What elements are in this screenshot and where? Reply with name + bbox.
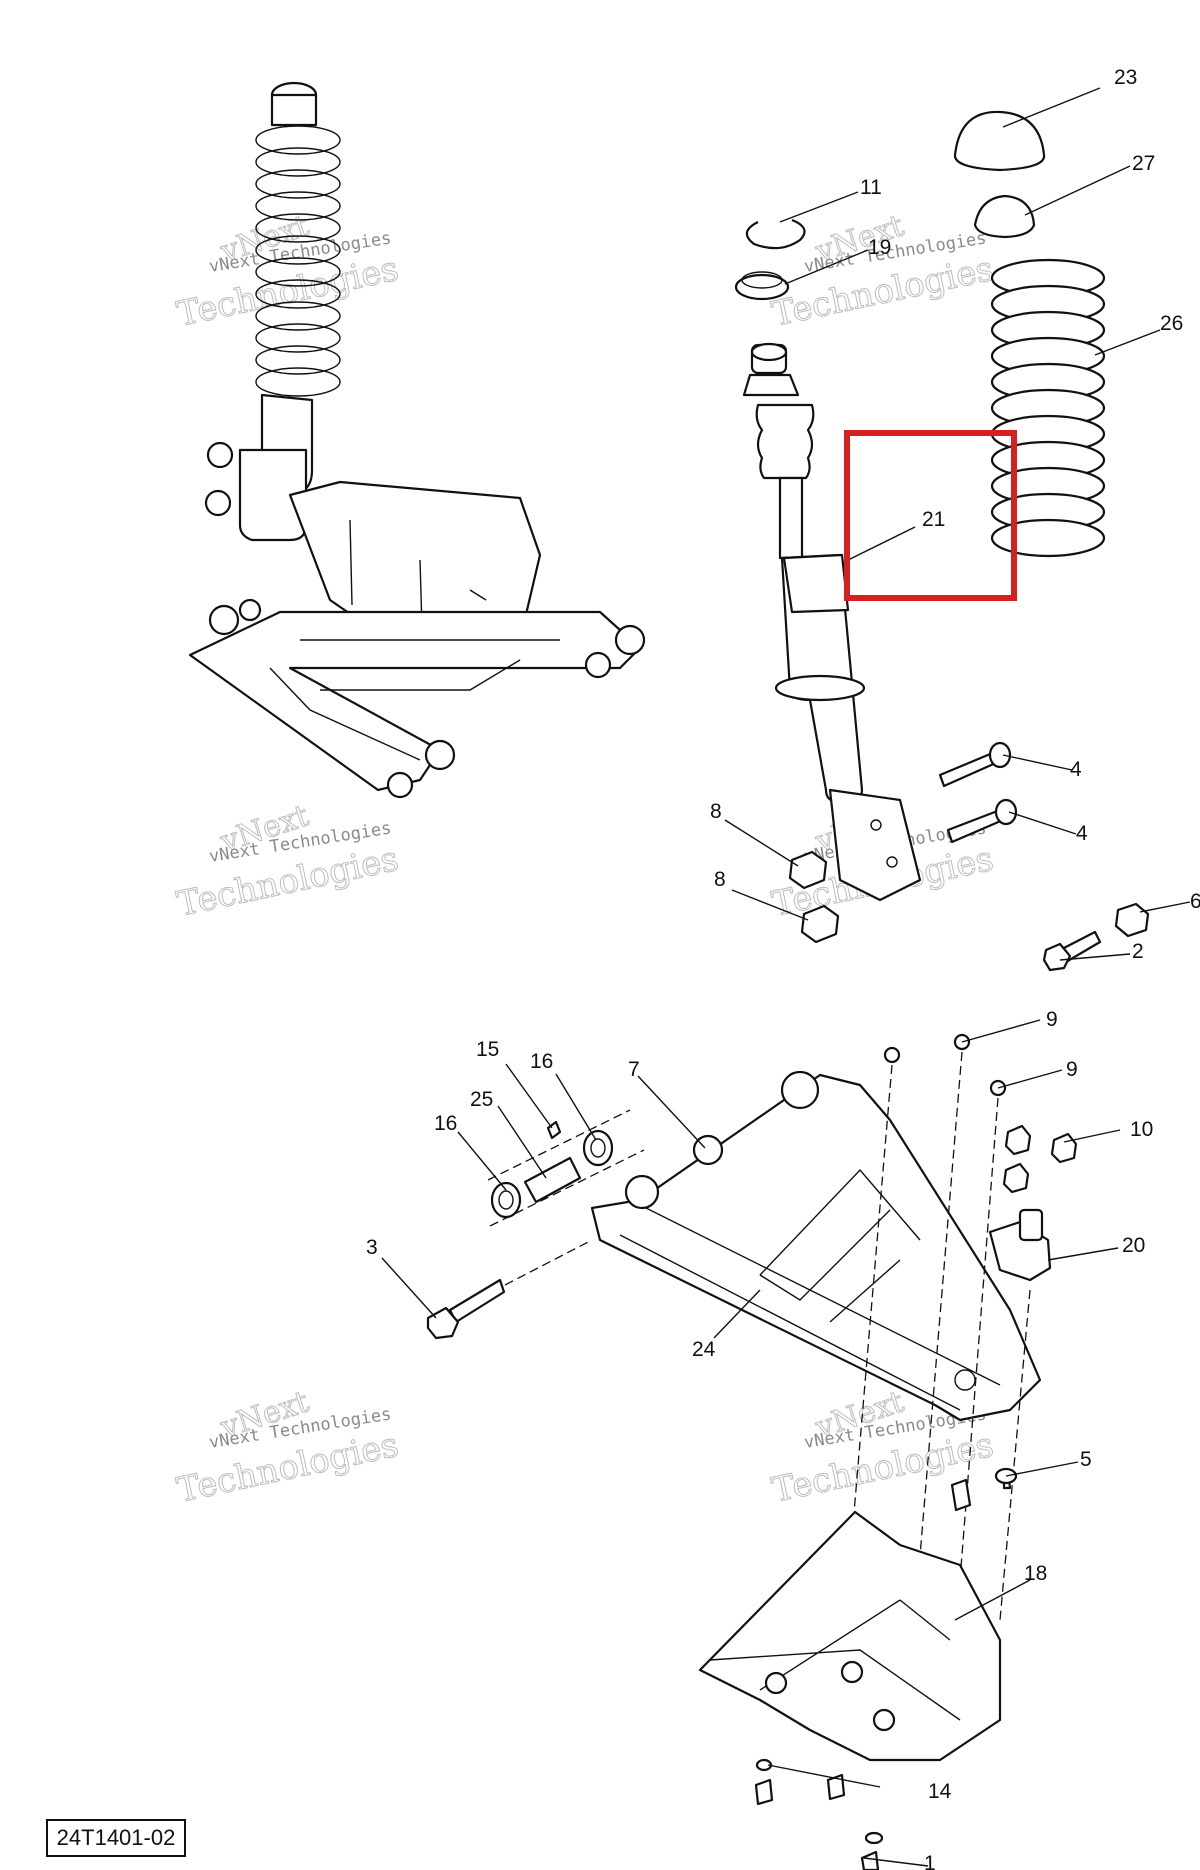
nut-10-c (1050, 1132, 1078, 1164)
watermark-bottom-left: vNext vNext Technologies Technologies (173, 1384, 402, 1511)
nut-10-b (1002, 1162, 1030, 1194)
flange-bolt (1042, 930, 1102, 972)
callout-14: 14 (928, 1780, 952, 1803)
rear-bushing (614, 624, 646, 656)
callout-11: 11 (860, 176, 882, 199)
washer-14-b (864, 1831, 884, 1845)
callout-8-upper: 8 (710, 800, 722, 823)
ball-joint (208, 604, 240, 636)
exploded-shock-view (734, 218, 922, 902)
pivot-bolt (426, 1278, 506, 1340)
callout-24: 24 (692, 1338, 716, 1361)
shock-nut-upper (788, 850, 828, 890)
bolt-1-a (754, 1778, 774, 1806)
callout-16-upper: 16 (530, 1050, 553, 1073)
front-bushing (424, 739, 456, 771)
nut-9-a (883, 1046, 901, 1064)
assembled-a-arm (188, 610, 642, 792)
shock-jam-nut (742, 373, 800, 397)
callout-21-highlight[interactable] (844, 430, 1017, 601)
callout-4-lower: 4 (1076, 822, 1088, 845)
callout-19: 19 (868, 236, 891, 259)
callout-5: 5 (1080, 1448, 1092, 1471)
callout-7: 7 (628, 1058, 640, 1081)
mount-bolt-upper (206, 441, 234, 469)
leader-lines (381, 87, 1191, 1867)
ball-joint-20 (988, 1208, 1052, 1282)
skid-bolt-hole-a (764, 1671, 788, 1695)
bushing-16-right (582, 1129, 614, 1167)
exploded-a-arm-view (590, 1070, 1042, 1422)
a-arm (590, 1073, 1042, 1422)
a-arm-pivot-lower (624, 1174, 660, 1210)
bushing-16-left (490, 1181, 522, 1219)
callout-2: 2 (1132, 940, 1144, 963)
callout-9-upper: 9 (1046, 1008, 1058, 1031)
callout-6: 6 (1190, 890, 1200, 913)
bolt-1-c (860, 1850, 880, 1870)
bolt-1-b (826, 1773, 846, 1801)
callout-15: 15 (476, 1038, 499, 1061)
collar (734, 273, 790, 301)
callout-4-upper: 4 (1070, 758, 1082, 781)
shock-bolt-lower (946, 798, 1018, 844)
callout-numbers: 23 27 26 11 19 21 4 4 8 8 6 2 9 9 10 20 … (366, 66, 1200, 1870)
watermark-top-left: vNext vNext Technologies Technologies (173, 208, 402, 335)
callout-26: 26 (1160, 312, 1183, 335)
upper-spring-retainer (953, 110, 1046, 172)
skid-plate (698, 1510, 1002, 1762)
skid-bolt-hole-c (872, 1708, 896, 1732)
callout-27: 27 (1132, 152, 1155, 175)
ball-joint-nut (238, 598, 262, 622)
assembled-coil-spring (255, 125, 341, 397)
watermark-mid-left: vNext vNext Technologies Technologies (173, 798, 402, 925)
skid-plate-bolt-5 (950, 1467, 1018, 1512)
callout-10: 10 (1130, 1118, 1153, 1141)
callout-9-lower: 9 (1066, 1058, 1078, 1081)
callout-25: 25 (470, 1088, 493, 1111)
callout-18: 18 (1024, 1562, 1047, 1585)
retaining-ring (745, 218, 806, 250)
assembled-suspension-view (188, 81, 646, 799)
callout-20: 20 (1122, 1234, 1145, 1257)
callout-8-lower: 8 (714, 868, 726, 891)
callout-16-lower: 16 (434, 1112, 457, 1135)
reference-code-label: 24T1401-02 (46, 1819, 186, 1857)
a-arm-pivot-upper (780, 1070, 820, 1110)
shock-bolt-upper (938, 741, 1012, 788)
callout-3: 3 (366, 1236, 378, 1259)
bump-stop (755, 403, 815, 480)
shock-top-body (270, 93, 318, 127)
spring-guide (973, 194, 1036, 239)
spring-seat (774, 674, 866, 702)
sleeve-25 (523, 1156, 582, 1204)
front-bushing-bolt (386, 771, 414, 799)
callout-23: 23 (1114, 66, 1137, 89)
flange-nut (1114, 902, 1150, 938)
shock-lower-bracket (828, 788, 922, 902)
shock-nut-lower (800, 904, 840, 944)
mount-bolt-lower (204, 489, 232, 517)
nut-10-a (1004, 1124, 1032, 1156)
coil-spring (990, 258, 1106, 558)
skid-bolt-hole-b (840, 1660, 864, 1684)
shock-shaft (778, 476, 804, 560)
rear-bushing-bolt (584, 651, 612, 679)
callout-21: 21 (922, 508, 945, 531)
callout-1: 1 (924, 1852, 936, 1870)
